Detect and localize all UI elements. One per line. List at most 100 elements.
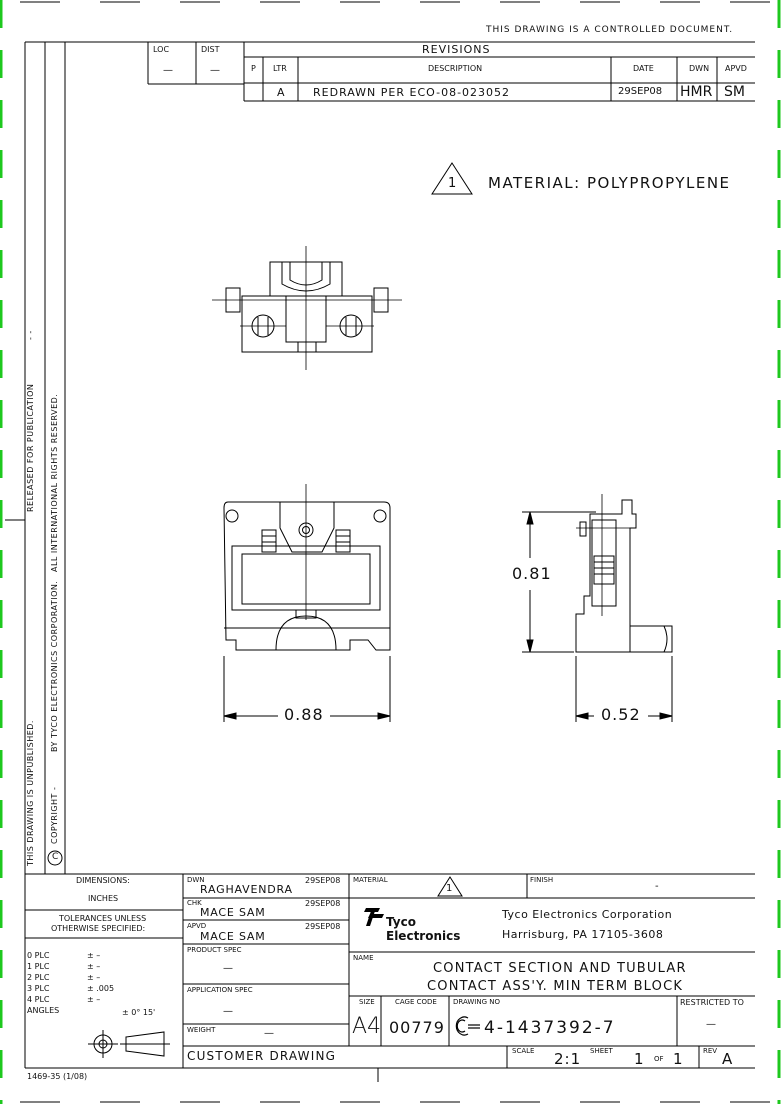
- rev-row-description: REDRAWN PER ECO-08-023052: [313, 86, 511, 99]
- restricted-value: —: [706, 1019, 716, 1030]
- dwn-date: 29SEP08: [305, 876, 341, 885]
- dimension-width-side: 0.52: [601, 705, 641, 724]
- title-block-grid: [25, 873, 755, 1068]
- drawing-no-value: 4-1437392-7: [484, 1018, 616, 1038]
- controlled-document-notice: THIS DRAWING IS A CONTROLLED DOCUMENT.: [486, 25, 734, 35]
- dwn-name: RAGHAVENDRA: [200, 883, 293, 896]
- application-spec-value: —: [223, 1006, 233, 1017]
- margin-rights: ALL INTERNATIONAL RIGHTS RESERVED.: [50, 393, 59, 572]
- loc-value: —: [163, 65, 173, 76]
- name-line1: CONTACT SECTION AND TUBULAR: [433, 961, 687, 976]
- drawing-no-label: DRAWING NO: [453, 998, 500, 1006]
- tol-4-value: ± –: [87, 995, 101, 1004]
- dimension-height-side: 0.81: [512, 564, 552, 583]
- of-label: OF: [654, 1055, 664, 1063]
- weight-value: —: [264, 1028, 274, 1039]
- tol-1-label: 1 PLC: [27, 962, 50, 971]
- margin-unpublished: THIS DRAWING IS UNPUBLISHED.: [26, 720, 35, 866]
- logo-tyco-text: Tyco: [386, 915, 416, 929]
- angles-label: ANGLES: [27, 1006, 60, 1015]
- rev-col-dwn: DWN: [689, 64, 710, 73]
- of-value: 1: [673, 1050, 683, 1068]
- chk-name: MACE SAM: [200, 906, 266, 919]
- sheet-value: 1: [634, 1050, 644, 1068]
- size-value: A4: [352, 1014, 382, 1039]
- margin-dash: -: [50, 786, 59, 790]
- rev-col-description: DESCRIPTION: [428, 64, 483, 73]
- tol-3-value: ± .005: [87, 984, 115, 993]
- rev-label: REV: [703, 1047, 718, 1055]
- front-view: [223, 484, 391, 722]
- application-spec-label: APPLICATION SPEC: [187, 986, 253, 994]
- weight-label: WEIGHT: [187, 1026, 216, 1034]
- tol-3-label: 3 PLC: [27, 984, 50, 993]
- name-label: NAME: [353, 954, 374, 962]
- scale-value: 2:1: [554, 1050, 582, 1068]
- projection-symbol: [88, 1030, 170, 1058]
- product-spec-value: —: [223, 963, 233, 974]
- chk-label: CHK: [187, 899, 202, 907]
- tyco-logo-mark: [364, 908, 384, 926]
- tol-1-value: ± –: [87, 962, 101, 971]
- apvd-name: MACE SAM: [200, 930, 266, 943]
- dimensions-label: DIMENSIONS:: [76, 876, 130, 885]
- edge-ticks: [20, 1, 770, 1103]
- revisions-title: REVISIONS: [422, 43, 491, 56]
- border-frame: [5, 41, 755, 1082]
- product-spec-label: PRODUCT SPEC: [187, 946, 242, 954]
- copyright-circle: [47, 850, 63, 866]
- drawing-no-prefix-symbol: [455, 1016, 480, 1036]
- scale-label: SCALE: [512, 1047, 535, 1055]
- note-flag-triangle: [431, 162, 473, 195]
- tol-4-label: 4 PLC: [27, 995, 50, 1004]
- sheet-label: SHEET: [590, 1047, 613, 1055]
- top-view: [212, 246, 402, 370]
- cage-code-value: 00779: [389, 1018, 445, 1037]
- rev-value: A: [722, 1050, 733, 1068]
- copyright-symbol: C: [52, 852, 59, 862]
- rev-row-dwn: HMR: [680, 84, 713, 100]
- cage-code-label: CAGE CODE: [395, 998, 437, 1006]
- rev-row-ltr: A: [277, 86, 285, 99]
- margin-dash-marks: - -: [26, 330, 35, 340]
- chk-date: 29SEP08: [305, 899, 341, 908]
- material-flag-number: 1: [446, 883, 453, 894]
- logo-electronics-text: Electronics: [386, 929, 461, 943]
- dwn-label: DWN: [187, 876, 205, 884]
- apvd-label: APVD: [187, 922, 207, 930]
- tol-0-value: ± –: [87, 951, 101, 960]
- size-label: SIZE: [359, 998, 375, 1006]
- material-label: MATERIAL: [353, 876, 388, 884]
- dist-label: DIST: [201, 45, 220, 54]
- dimension-width-front: 0.88: [284, 705, 324, 724]
- finish-value: -: [655, 881, 659, 892]
- angles-value: ± 0° 15': [122, 1008, 156, 1017]
- name-line2: CONTACT ASS'Y. MIN TERM BLOCK: [427, 979, 684, 994]
- margin-copyright: COPYRIGHT: [50, 793, 59, 844]
- finish-label: FINISH: [530, 876, 554, 884]
- tol-2-label: 2 PLC: [27, 973, 50, 982]
- restricted-label: RESTRICTED TO: [680, 998, 744, 1007]
- apvd-date: 29SEP08: [305, 922, 341, 931]
- company-name: Tyco Electronics Corporation: [502, 908, 673, 921]
- margin-released: RELEASED FOR PUBLICATION: [26, 383, 35, 512]
- tol-0-label: 0 PLC: [27, 951, 50, 960]
- rev-col-date: DATE: [633, 64, 654, 73]
- tolerances-label: TOLERANCES UNLESS: [59, 914, 147, 923]
- material-note: MATERIAL: POLYPROPYLENE: [488, 174, 731, 192]
- side-view: [522, 494, 673, 722]
- units-label: INCHES: [88, 894, 119, 903]
- dist-value: —: [210, 65, 220, 76]
- rev-row-date: 29SEP08: [618, 86, 663, 97]
- rev-row-apvd: SM: [724, 84, 745, 100]
- form-number: 1469-35 (1/08): [27, 1072, 88, 1081]
- rev-col-apvd: APVD: [725, 64, 747, 73]
- margin-by-tyco: BY TYCO ELECTRONICS CORPORATION.: [50, 580, 59, 752]
- customer-drawing: CUSTOMER DRAWING: [187, 1049, 337, 1063]
- loc-label: LOC: [153, 45, 170, 54]
- material-flag-triangle: [437, 876, 463, 897]
- rev-col-ltr: LTR: [273, 64, 287, 73]
- tol-2-value: ± –: [87, 973, 101, 982]
